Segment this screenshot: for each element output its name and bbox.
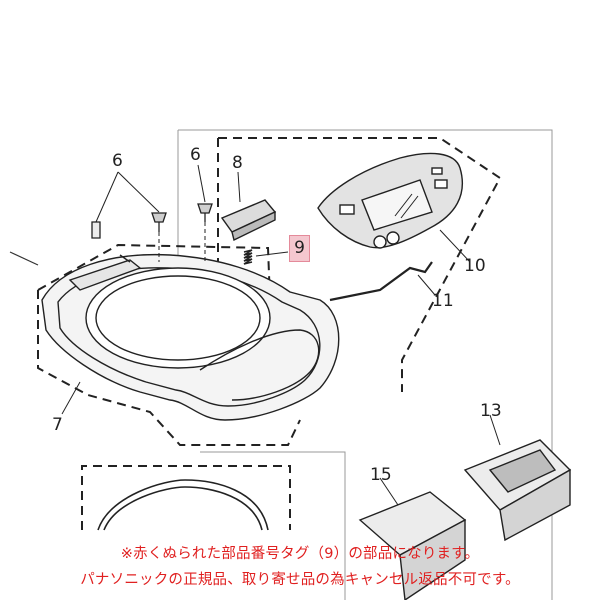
lid-frame-dashed-outline (37, 243, 301, 446)
part-label-6a: 6 (112, 151, 123, 171)
part-label-9: 9 (294, 238, 305, 258)
left-leader (9, 251, 39, 266)
control-unit-part-13 (463, 439, 572, 542)
screw-part-6a (151, 212, 167, 232)
leader-lines (61, 164, 501, 506)
outer-frame (177, 129, 553, 600)
highlighted-part-tag-9: 9 (289, 235, 310, 262)
part-label-15: 15 (370, 465, 392, 485)
lid-frame-part-7 (41, 253, 340, 421)
part-label-13: 13 (480, 401, 502, 421)
part-label-7: 7 (52, 415, 63, 435)
hinge-cover-part-8 (220, 199, 277, 242)
gasket-ring (97, 479, 269, 531)
note-no-return-policy: パナソニックの正規品、取り寄せ品の為キャンセル返品不可です。 (80, 572, 520, 588)
spring-part-9 (243, 249, 253, 265)
screw-part-6b (197, 203, 213, 222)
wire-part-11 (329, 261, 433, 302)
part-label-11: 11 (432, 291, 454, 311)
note-highlight-explanation: ※赤くぬられた部品番号タグ（9）の部品になります。 (120, 546, 480, 562)
part-label-6b: 6 (190, 145, 201, 165)
part-number-labels: 6 6 8 10 11 7 13 15 (52, 145, 502, 485)
board-part-15 (358, 491, 467, 600)
part-label-10: 10 (464, 256, 486, 276)
gasket-dashed-outline (81, 465, 291, 530)
control-panel-part-10 (317, 152, 464, 249)
clip-part (91, 221, 101, 239)
part-label-8: 8 (232, 153, 243, 173)
